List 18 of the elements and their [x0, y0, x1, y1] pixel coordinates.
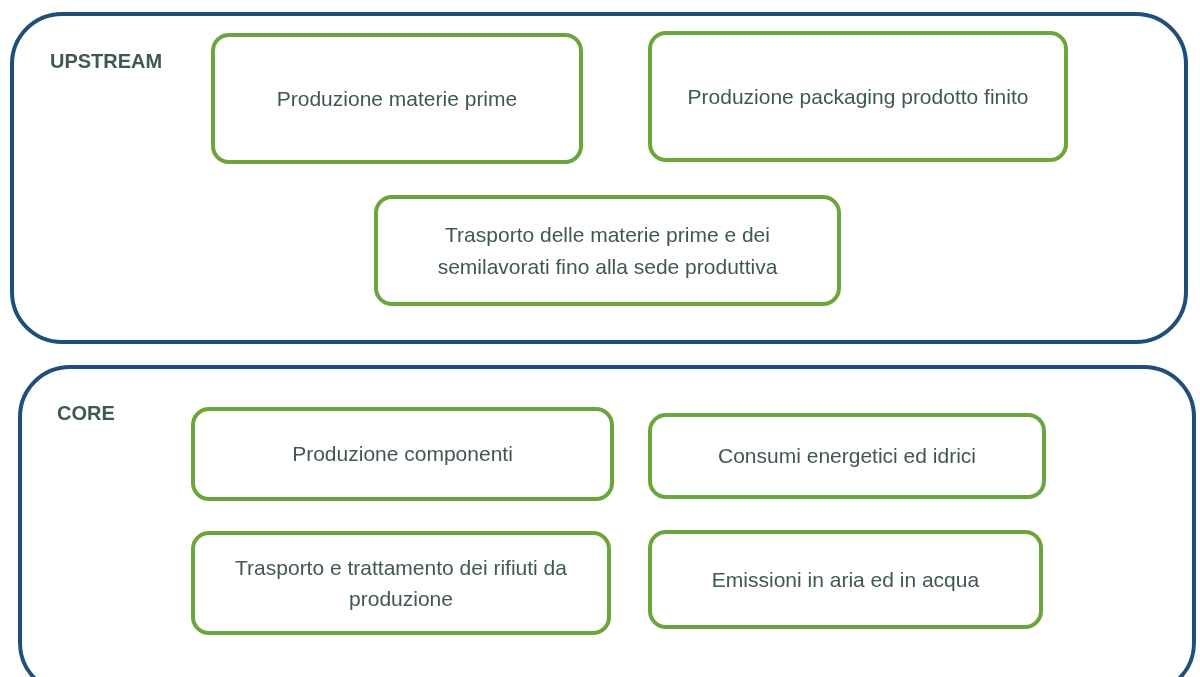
item-card: [648, 530, 1043, 629]
item-label: Produzione packaging prodotto finito: [687, 83, 1029, 110]
group-panel: [18, 365, 1196, 677]
item-card: [191, 407, 614, 501]
group-title: UPSTREAM: [50, 50, 163, 73]
item-card: [648, 31, 1068, 162]
item-label: Trasporto delle materie prime e dei semilavorati fino alla sede produttiva: [436, 222, 779, 280]
group-title: CORE: [57, 402, 115, 425]
item-label: Consumi energetici ed idrici: [718, 443, 976, 470]
item-label: Trasporto e trattamento dei rifiuti da produzione: [234, 554, 568, 612]
item-card: [211, 33, 583, 164]
item-label: Produzione componenti: [292, 441, 513, 468]
item-card: [191, 531, 611, 635]
item-label: Produzione materie prime: [276, 85, 518, 112]
group-panel: [10, 12, 1188, 344]
item-card: [374, 195, 841, 306]
item-label: Emissioni in aria ed in acqua: [711, 566, 980, 593]
item-card: [648, 413, 1046, 499]
